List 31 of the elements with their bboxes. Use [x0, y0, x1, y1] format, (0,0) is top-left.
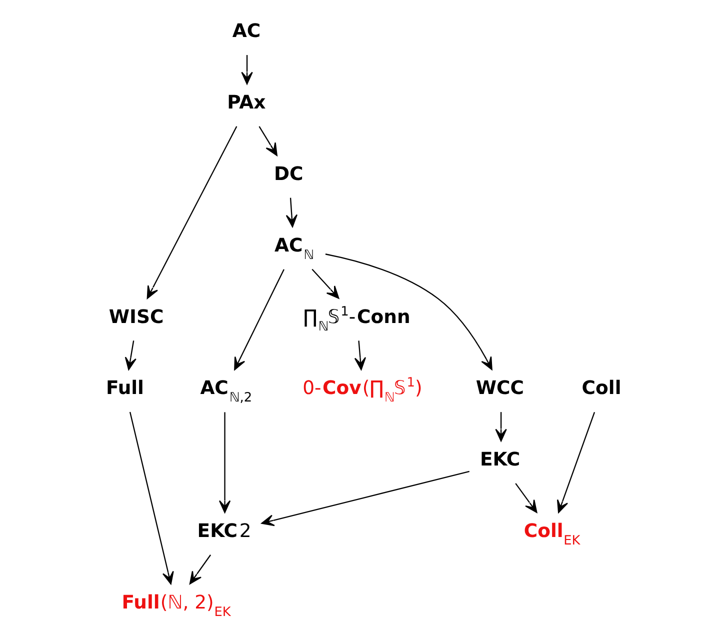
node-text: AC$_{ℕ,2}$	[200, 378, 252, 406]
arrow	[495, 412, 507, 442]
node-text: EKC2	[197, 520, 252, 542]
arrow	[354, 340, 366, 370]
arrow	[286, 198, 298, 228]
node-text: Full(ℕ, 2)$_{EK}$	[122, 592, 231, 620]
arrow	[515, 483, 538, 513]
arrow	[241, 55, 253, 85]
node-text: Coll	[582, 378, 622, 400]
node-text: EKC	[480, 450, 520, 471]
node-text: AC$_{ℕ}$	[274, 235, 314, 263]
arrow	[556, 412, 596, 514]
node-text: AC	[232, 21, 261, 42]
node-text: PAx	[227, 92, 266, 114]
arrow	[146, 126, 238, 299]
node-text: 0-Cov(∏$_{ℕ}$𝕊$^{1}$)	[302, 376, 422, 406]
arrow	[234, 269, 284, 370]
node-text: DC	[274, 164, 304, 185]
node-text: WISC	[108, 306, 164, 328]
arrow	[325, 254, 492, 370]
node-text: WCC	[476, 378, 524, 400]
arrow	[129, 412, 174, 584]
arrow	[189, 554, 212, 584]
arrow	[261, 470, 470, 526]
arrow	[124, 340, 136, 370]
node-text: Coll$_{EK}$	[524, 520, 580, 548]
arrow	[258, 126, 278, 156]
arrow	[312, 268, 340, 299]
arrow	[218, 412, 231, 514]
node-text: ∏$_{ℕ}$𝕊$^{1}$-Conn	[303, 304, 410, 334]
node-text: Full	[106, 378, 144, 400]
